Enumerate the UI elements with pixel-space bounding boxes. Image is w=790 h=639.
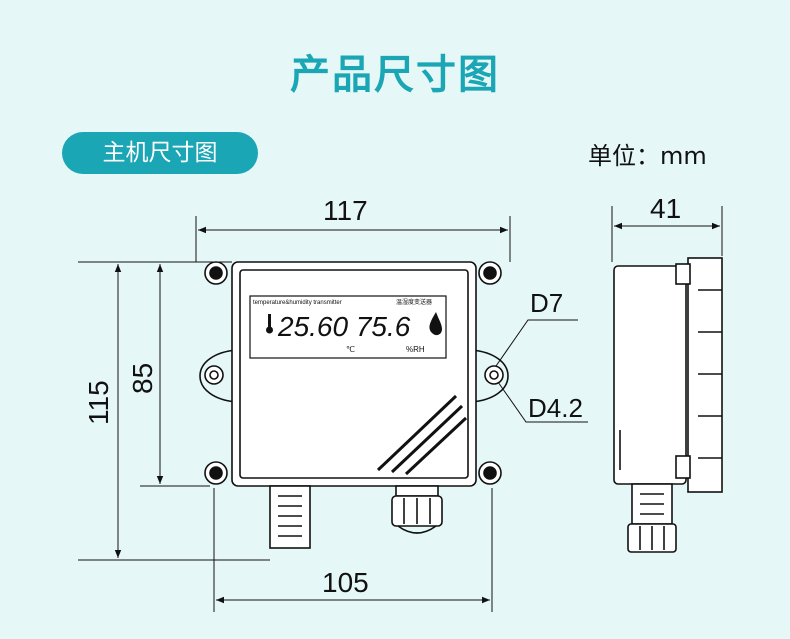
callout-hole-large: D7: [530, 288, 563, 318]
page-title: 产品尺寸图: [290, 52, 500, 98]
lcd-temp-unit: ℃: [346, 345, 355, 354]
corner-screws: [204, 261, 502, 485]
thermometer-icon: [266, 314, 273, 334]
lcd-readout: 25.60 75.6: [277, 311, 411, 342]
side-view: [613, 257, 723, 553]
humidity-drop-icon: [429, 312, 442, 336]
lcd-humid-unit: %RH: [406, 345, 425, 354]
dim-height-inner: 85: [127, 363, 158, 394]
dim-depth-side: 41: [650, 193, 681, 224]
dim-width-bottom: 105: [322, 567, 369, 598]
lcd-header-right: 温湿度变送器: [396, 298, 432, 306]
cable-gland: [391, 485, 443, 534]
lcd-frame: [249, 295, 447, 359]
callout-hole-small: D4.2: [528, 393, 583, 423]
lcd-header-left: temperature&humidity transmitter: [253, 300, 342, 306]
mounting-holes: [204, 365, 504, 385]
unit-label: 单位：mm: [588, 142, 707, 170]
dim-width-top: 117: [323, 195, 368, 226]
front-view: [199, 261, 509, 549]
section-label-badge: 主机尺寸图: [62, 132, 258, 174]
dim-height-outer: 115: [83, 380, 114, 425]
